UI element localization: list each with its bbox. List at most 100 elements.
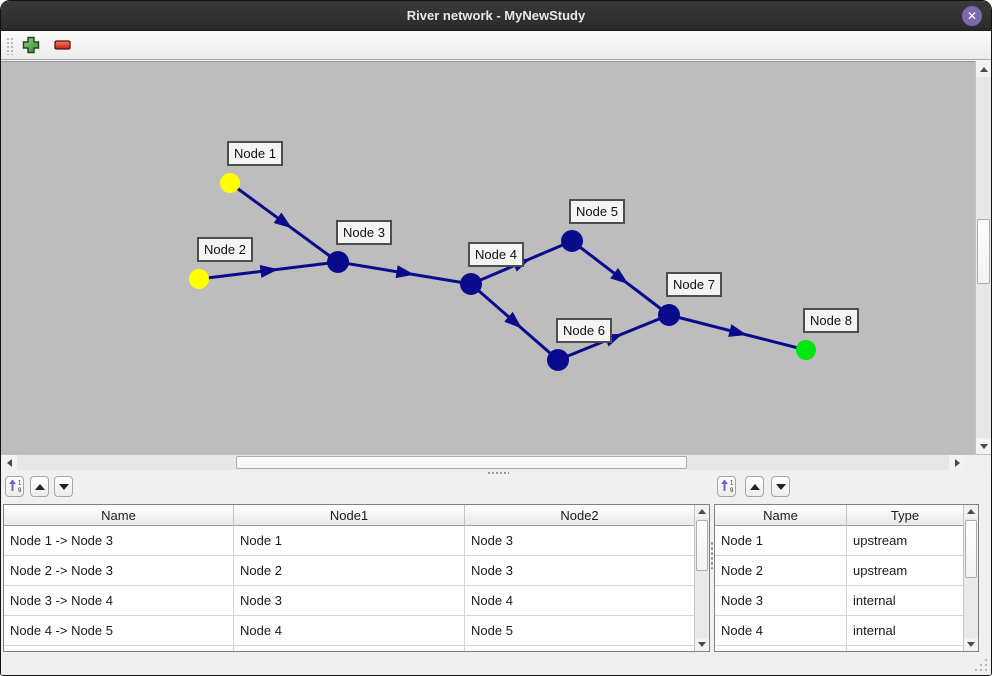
branches-move-up-button[interactable]	[30, 476, 49, 497]
branch-edge[interactable]	[337, 260, 472, 286]
canvas-horizontal-scrollbar[interactable]	[1, 454, 965, 470]
column-header[interactable]: Name	[715, 505, 847, 526]
branch-edge[interactable]	[198, 260, 339, 281]
column-header[interactable]: Type	[847, 505, 963, 526]
table-cell[interactable]: upstream	[847, 556, 963, 586]
node-label[interactable]: Node 2	[197, 237, 253, 262]
table-cell[interactable]: Node 4 -> Node 5	[4, 616, 234, 646]
node-label[interactable]: Node 3	[336, 220, 392, 245]
node-label[interactable]: Node 6	[556, 318, 612, 343]
branches-sort-button[interactable]: 1 9	[5, 476, 24, 497]
scroll-down-button[interactable]	[964, 638, 978, 651]
svg-text:Node 5: Node 5	[576, 204, 618, 219]
flow-arrow-icon	[273, 212, 293, 229]
splitter-grip-icon	[487, 471, 509, 474]
main-toolbar	[1, 31, 991, 60]
node-label[interactable]: Node 4	[468, 242, 524, 267]
toolbar-drag-handle[interactable]	[6, 37, 14, 55]
branch-edge[interactable]	[229, 181, 339, 264]
table-cell[interactable]: internal	[847, 586, 963, 616]
table-cell[interactable]: Node 2 -> Node 3	[4, 556, 234, 586]
resize-grip[interactable]	[974, 657, 988, 671]
table-cell[interactable]: Node 3	[465, 526, 694, 556]
table-cell[interactable]: Node 3 -> Node 4	[4, 586, 234, 616]
table-cell[interactable]: upstream	[847, 526, 963, 556]
node-circle[interactable]	[189, 269, 209, 289]
vertical-scroll-thumb[interactable]	[965, 520, 977, 578]
vertical-scroll-thumb[interactable]	[696, 520, 708, 571]
scroll-down-button[interactable]	[695, 638, 709, 651]
column-header[interactable]: Node1	[234, 505, 465, 526]
branch-edge[interactable]	[571, 239, 670, 317]
node-circle[interactable]	[561, 230, 583, 252]
branches-move-down-button[interactable]	[54, 476, 73, 497]
svg-text:Node 1: Node 1	[234, 146, 276, 161]
scroll-right-button[interactable]	[949, 455, 965, 470]
node-label[interactable]: Node 1	[227, 141, 283, 166]
remove-node-button[interactable]	[53, 36, 73, 56]
node-label[interactable]: Node 8	[803, 308, 859, 333]
table-cell[interactable]: Node 3	[715, 586, 847, 616]
table-cell[interactable]: Node 4	[234, 616, 465, 646]
table-cell[interactable]: Node 5	[465, 616, 694, 646]
table-row-partial	[715, 646, 963, 651]
vertical-scroll-thumb[interactable]	[977, 219, 990, 284]
node-circle[interactable]	[796, 340, 816, 360]
arrow-down-icon	[979, 443, 988, 449]
column-header[interactable]: Name	[4, 505, 234, 526]
table-cell[interactable]: Node 3	[465, 556, 694, 586]
node-circle[interactable]	[547, 349, 569, 371]
node-circle[interactable]	[327, 251, 349, 273]
flow-arrow-icon	[395, 265, 415, 279]
node-label[interactable]: Node 5	[569, 199, 625, 224]
column-header[interactable]: Node2	[465, 505, 694, 526]
flow-arrow-icon	[728, 324, 748, 337]
branch-edge[interactable]	[668, 313, 807, 352]
table-cell[interactable]: Node 3	[234, 586, 465, 616]
scroll-up-button[interactable]	[964, 505, 978, 518]
scroll-up-button[interactable]	[976, 61, 991, 77]
table-cell[interactable]: Node 2	[715, 556, 847, 586]
node-circle[interactable]	[220, 173, 240, 193]
table-cell[interactable]: Node 4	[715, 616, 847, 646]
scroll-left-button[interactable]	[1, 455, 17, 470]
scroll-down-button[interactable]	[976, 438, 991, 454]
table-cell[interactable]: Node 1	[715, 526, 847, 556]
branches-table-scrollbar[interactable]	[694, 505, 709, 651]
horizontal-splitter[interactable]	[1, 470, 991, 475]
node-label[interactable]: Node 7	[666, 272, 722, 297]
nodes-sort-button[interactable]: 1 9	[717, 476, 736, 497]
table-row-partial	[4, 646, 694, 651]
nodes-table-scrollbar[interactable]	[963, 505, 978, 651]
horizontal-scroll-thumb[interactable]	[236, 456, 687, 469]
table-cell[interactable]: internal	[847, 616, 963, 646]
nodes-move-down-button[interactable]	[771, 476, 790, 497]
nodes-move-up-button[interactable]	[745, 476, 764, 497]
title-bar[interactable]: River network - MyNewStudy ✕	[1, 1, 991, 31]
table-cell[interactable]: Node 1 -> Node 3	[4, 526, 234, 556]
table-cell[interactable]: Node 1	[234, 526, 465, 556]
close-button[interactable]: ✕	[962, 6, 982, 26]
canvas-vertical-scrollbar[interactable]	[975, 61, 991, 454]
table-cell[interactable]: Node 2	[234, 556, 465, 586]
vertical-splitter[interactable]	[710, 541, 714, 569]
node-circle[interactable]	[658, 304, 680, 326]
add-node-button[interactable]	[21, 36, 41, 56]
table-cell[interactable]: Node 4	[465, 586, 694, 616]
scroll-up-button[interactable]	[695, 505, 709, 518]
river-network-canvas[interactable]: Node 1 Node 2 Node 3 Node 4 Node 5 Node 6 Node…	[1, 61, 975, 454]
node-circle[interactable]	[460, 273, 482, 295]
branch-edge[interactable]	[470, 282, 559, 362]
